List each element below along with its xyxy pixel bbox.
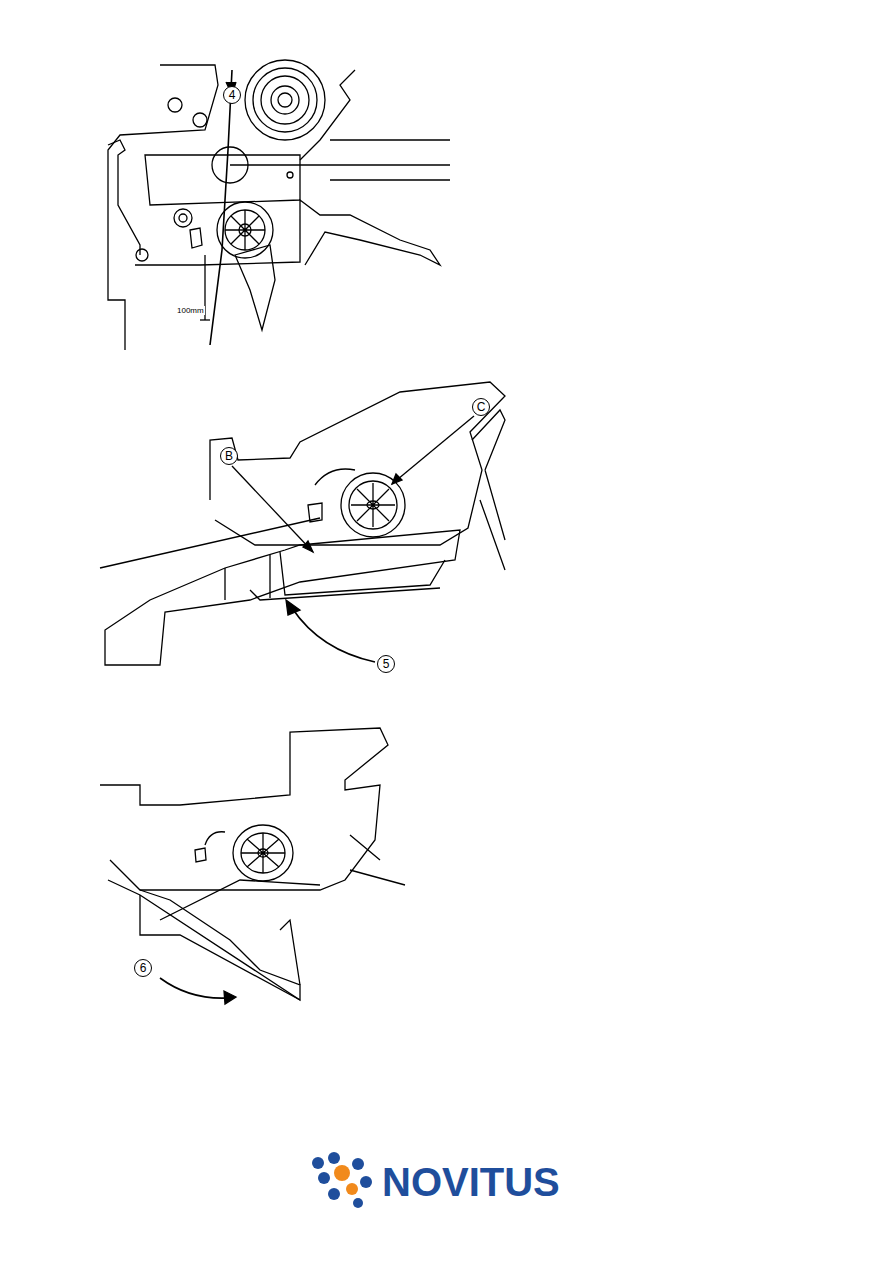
callout-text: B — [225, 450, 233, 462]
callout-circle: 6 — [134, 959, 152, 977]
callout-text: 5 — [383, 658, 390, 670]
mechanism-side-view — [108, 60, 450, 350]
callout-circle: 4 — [223, 86, 241, 104]
logo-mark — [312, 1152, 372, 1208]
callout-circle: 5 — [377, 655, 395, 673]
callout-circle: C — [472, 398, 490, 416]
mechanism-closed-view — [100, 728, 405, 1004]
callout-text: 6 — [140, 962, 147, 974]
mechanism-open-view — [100, 382, 505, 665]
callout-text: 4 — [229, 89, 236, 101]
callout-text: C — [477, 401, 486, 413]
logo-text: NOVITUS — [382, 1160, 560, 1205]
dimension-label: 100mm — [176, 306, 205, 315]
callout-circle: B — [220, 447, 238, 465]
